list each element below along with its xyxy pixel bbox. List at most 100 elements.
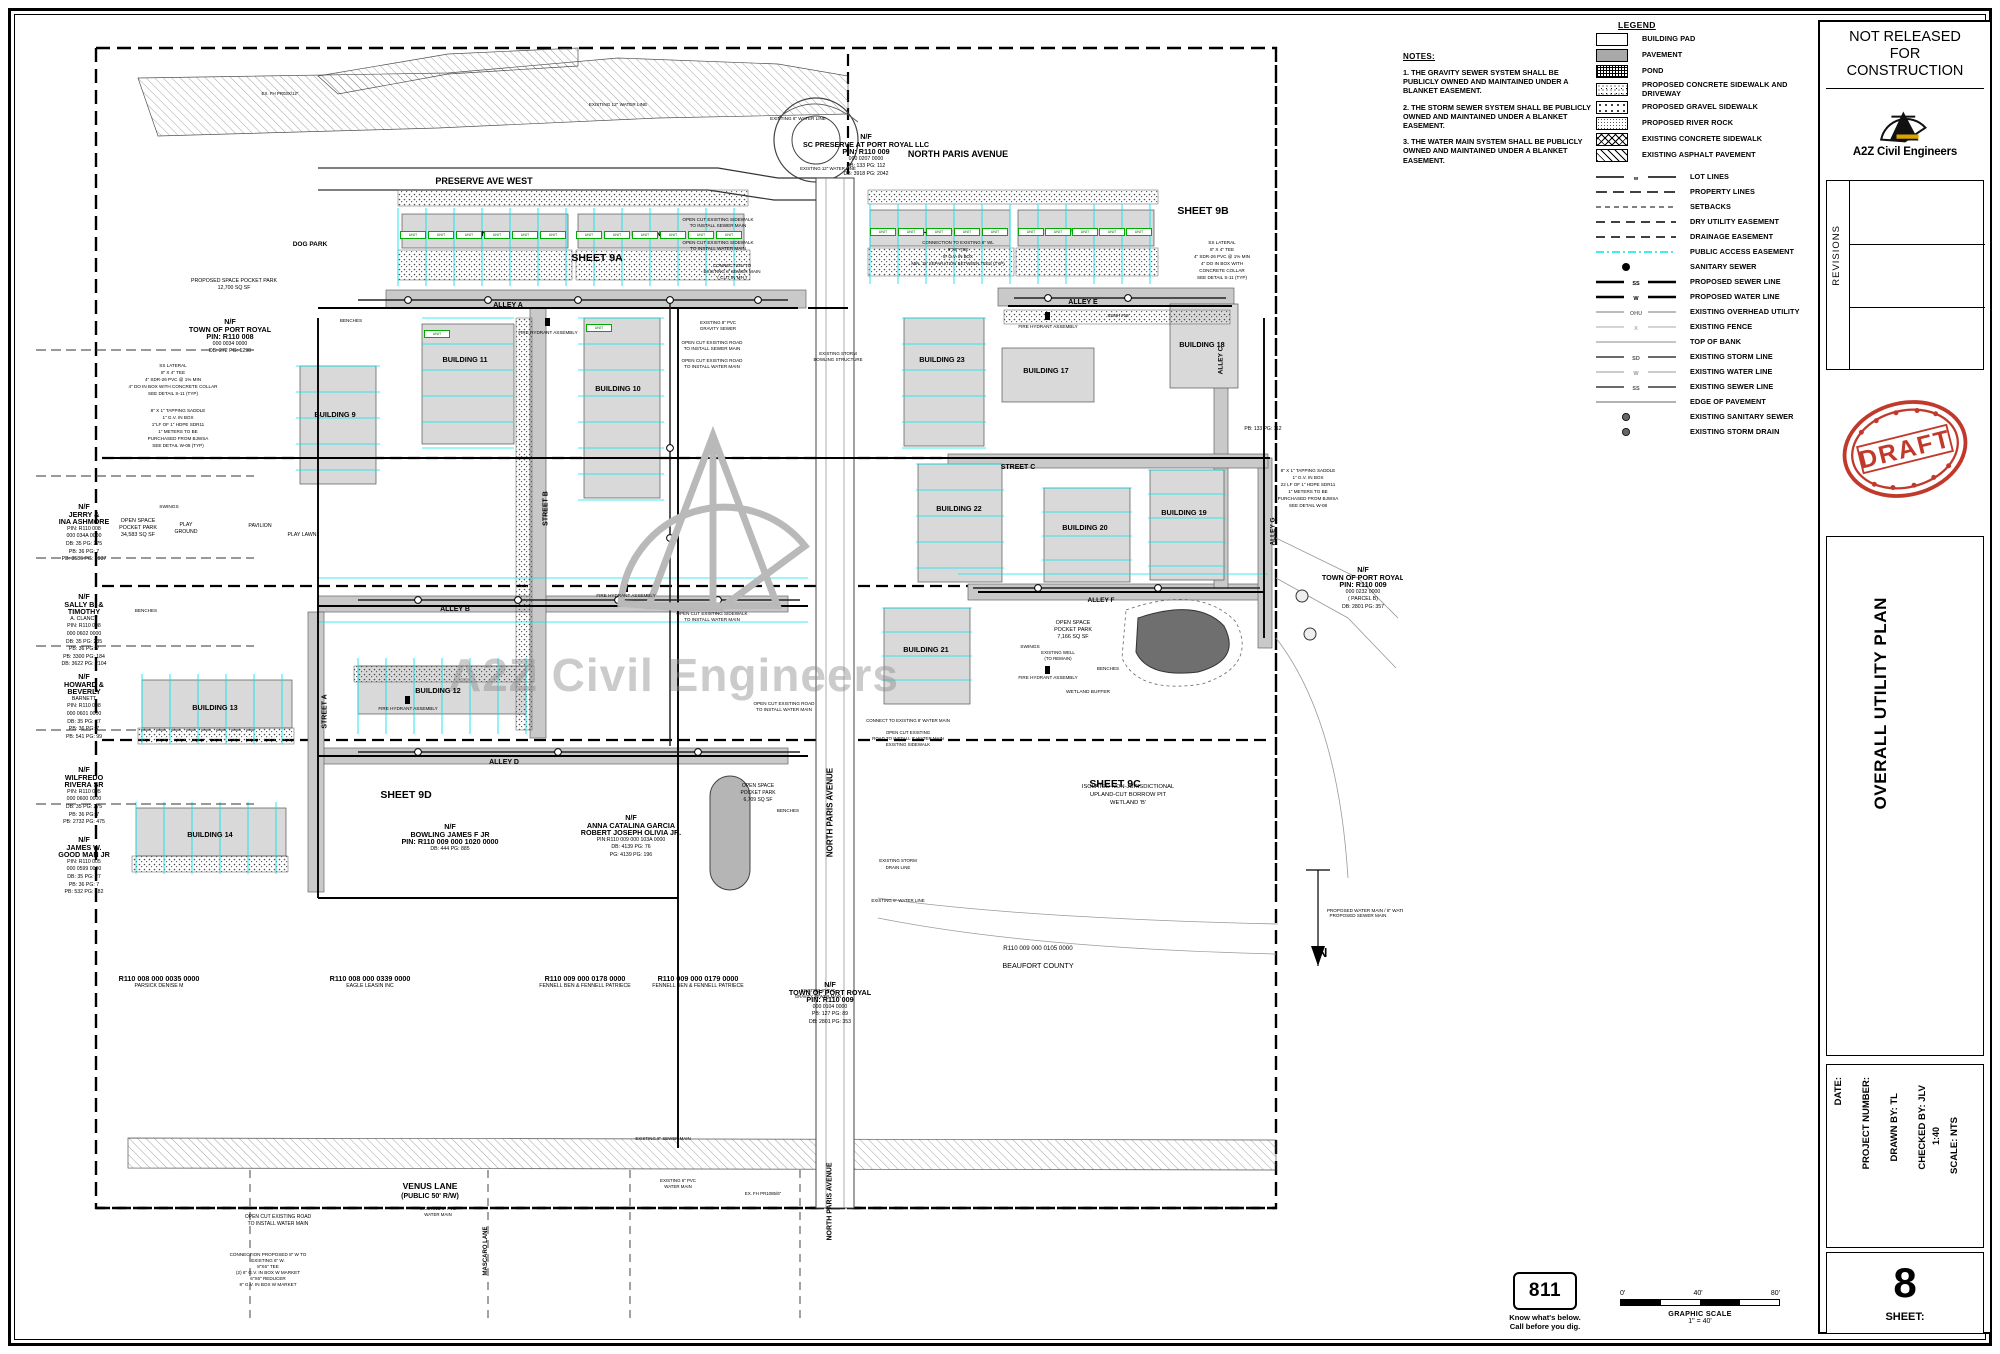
call-811-block: 811 Know what's below. Call before you d… <box>1485 1272 1605 1331</box>
annotation-55: TO INSTALL WATER MAIN <box>247 1221 309 1227</box>
parcel-line: PG: 4139 PG: 196 <box>609 851 653 858</box>
street-label-10: ALLEY E <box>1068 299 1098 306</box>
annotation-61: 8" G.V. IN BOX W MARKET <box>239 1282 297 1287</box>
annotation-79: 8" X 1" TAPPING SADDLE <box>1280 468 1336 473</box>
annotation-92: BOWLING STRUCTURE <box>813 357 863 362</box>
parcel-line: R110 009 000 0179 0000 <box>657 974 739 983</box>
parcel-line: ( PARCEL B) <box>1348 596 1378 603</box>
annotation-73: SS LATERAL <box>1208 240 1236 245</box>
annotation-42: OPEN CUT EXISTING ROAD <box>681 340 743 345</box>
annotation-41: ( CUT IN MH ) <box>717 275 747 280</box>
legend-swatch-label: POND <box>1642 66 1664 76</box>
parcel-line: DB: 35 PG: 275 <box>65 803 103 810</box>
note-item-2: 2. THE STORM SEWER SYSTEM SHALL BE PUBLI… <box>1403 102 1591 131</box>
parcel-line: N/F <box>444 822 456 831</box>
unit-tag: UNIT <box>632 231 658 239</box>
parcel-line: DB: 3918 PG: 2042 <box>843 170 889 177</box>
street-label-15: ALLEY C <box>1217 346 1225 375</box>
annotation-46: OPEN CUT EXISTING SIDEWALK <box>676 611 748 616</box>
parcel-line: 000 0600 0000 <box>66 796 102 803</box>
checked-by: CHECKED BY: JLV <box>1917 1085 1928 1170</box>
graphic-scale-block: 0' 40' 80' GRAPHIC SCALE 1" = 40' <box>1620 1290 1780 1325</box>
annotation-32: FIRE HYDRANT ASSEMBLY <box>596 593 656 598</box>
annotation-94: DRAIN LINE <box>885 865 911 870</box>
legend-line-icon <box>1596 396 1676 408</box>
parcel-line: PB: 36 PG: 7 <box>68 548 100 555</box>
annotation-64: 4" SDR-26 PVC @ 1% MIN <box>144 377 202 382</box>
unit-tag: UNIT <box>716 231 742 239</box>
street-label-1: PRESERVE AVE WEST <box>435 176 533 186</box>
parcel-line: N/F <box>78 672 90 681</box>
annotation-14: OPEN SPACE <box>1055 620 1091 626</box>
legend-swatch-label: PAVEMENT <box>1642 50 1683 60</box>
building-label-9: BUILDING 22 <box>936 504 982 513</box>
parcel-line: N/F <box>78 592 90 601</box>
annotation-38: TO INSTALL WATER MAIN <box>690 246 746 251</box>
unit-tag: UNIT <box>954 228 980 236</box>
street-label-3: NORTH PARIS AVENUE <box>826 1162 834 1241</box>
annotation-66: SEE DETAIL S-11 (TYP) <box>148 391 198 396</box>
legend-line-label: DRY UTILITY EASEMENT <box>1690 216 1780 226</box>
legend-swatch-icon <box>1596 101 1628 115</box>
building-label-14: BUILDING 13 <box>192 703 238 712</box>
parcel-line: ROBERT JOSEPH OLIVIA JR. <box>580 828 682 838</box>
legend-line-icon: OHU <box>1596 306 1676 318</box>
annotation-53: EXISTING SIDEWALK <box>885 742 931 747</box>
street-label-8: ALLEY B <box>440 606 470 613</box>
building-label-7: BUILDING 23 <box>919 355 965 364</box>
annotation-95: EXISTING 6" WATER LINE <box>871 898 925 903</box>
annotation-28: BEAUFORT COUNTY <box>1002 961 1074 970</box>
parcel-line: 000 034A 0000 <box>66 533 102 540</box>
annotation-109: EXISTING 8" SEWER MAIN <box>635 1136 691 1141</box>
street-label-6: MASCARO LANE <box>483 1226 489 1276</box>
street-label-0: NORTH PARIS AVENUE <box>907 149 1009 159</box>
notes-heading: NOTES: <box>1403 52 1436 61</box>
parcel-line: N/F <box>78 765 90 774</box>
building-label-8: BUILDING 17 <box>1023 366 1069 375</box>
legend-swatch-row-6: EXISTING CONCRETE SIDEWALK <box>1596 133 1816 147</box>
unit-tag: UNIT <box>1099 228 1125 236</box>
annotation-9: GROUND <box>174 529 198 535</box>
legend-line-label: PUBLIC ACCESS EASEMENT <box>1690 246 1795 256</box>
annotation-56: CONNECTION PROPOSED 8" W TO <box>229 1252 307 1257</box>
parcel-line: ANNA CATALINA GARCIA <box>586 820 676 830</box>
notes-block: NOTES: 1. THE GRAVITY SEWER SYSTEM SHALL… <box>1403 52 1593 165</box>
legend-line-icon: W <box>1596 291 1676 303</box>
legend-line-label: EXISTING OVERHEAD UTILITY <box>1690 306 1800 316</box>
legend-swatch-icon <box>1596 83 1628 97</box>
annotation-33: FIRE HYDRANT ASSEMBLY <box>378 706 438 711</box>
parcel-line: BOWLING JAMES F JR <box>410 829 490 839</box>
annotation-23: UPLAND-CUT BORROW PIT <box>1089 792 1167 798</box>
parcel-line: GOOD MAN JR <box>58 850 110 860</box>
parcel-line: PB: 541 PG: 99 <box>65 733 103 740</box>
graphic-scale-ratio: 1" = 40' <box>1688 1318 1712 1325</box>
scale-tick-2: 80' <box>1770 1290 1780 1297</box>
unit-tag: UNIT <box>428 231 454 239</box>
legend-line-icon: SD <box>1596 351 1676 363</box>
parcel-line: PB: 36 PG: 7 <box>68 646 100 653</box>
parcel-line: TOWN OF PORT ROYAL <box>188 324 272 334</box>
annotation-103: EXISTING 12" WATER LINE <box>800 166 856 171</box>
parcel-line: PB: 36 PG: 7 <box>68 811 100 818</box>
parcel-line: PB: 133 PG: 112 <box>846 163 886 170</box>
parcel-line: 000 0104 0000 <box>812 1003 848 1010</box>
annotation-105: PB: 133 PG: 112 <box>1244 426 1282 432</box>
annotation-3: OPEN SPACE <box>120 518 156 524</box>
parcel-line: PIN: R110 005 <box>67 788 101 795</box>
svg-text:W: W <box>1633 371 1639 377</box>
plan-vector-graphics <box>36 46 1399 1318</box>
parcel-line: TOWN OF PORT ROYAL <box>1321 572 1403 582</box>
annotation-91: EXISTING STORM <box>819 351 857 356</box>
scale-ratio: 1:40 <box>1931 1127 1941 1146</box>
